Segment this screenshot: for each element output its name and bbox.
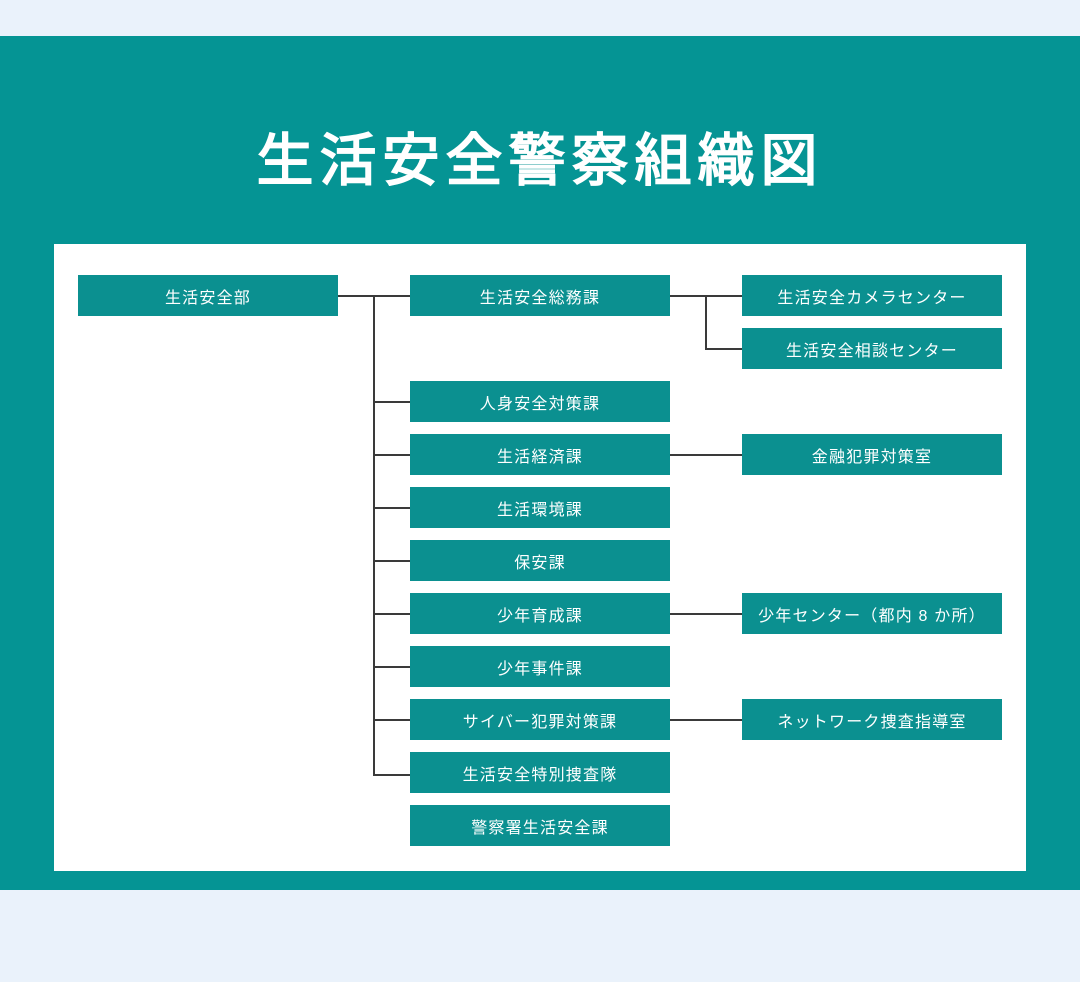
org-node-lvl3-sodan-center[interactable]: 生活安全相談センター [742,328,1002,369]
org-node-label: 少年センター（都内 8 か所） [758,607,986,625]
org-node-label: 生活経済課 [496,448,583,466]
org-node-label: 少年育成課 [496,607,583,625]
connector-ikusei-to-center [670,613,742,615]
org-node-label: 生活安全特別捜査隊 [462,766,618,784]
org-node-lvl2-seikatsu-keizai[interactable]: 生活経済課 [410,434,670,475]
org-node-label: 生活安全相談センター [785,342,958,360]
org-node-lvl2-seikatsu-anzen-soumu[interactable]: 生活安全総務課 [410,275,670,316]
connector-trunk-vertical [373,295,375,775]
org-node-lvl2-hoan[interactable]: 保安課 [410,540,670,581]
org-node-lvl2-jinshin-anzen-taisaku[interactable]: 人身安全対策課 [410,381,670,422]
org-node-root[interactable]: 生活安全部 [78,275,338,316]
connector-stub-lvl2-1 [373,295,410,297]
page-title: 生活安全警察組織図 [256,129,824,193]
org-node-label: 警察署生活安全課 [471,819,609,837]
teal-banner-panel: 生活安全警察組織図 [0,36,1080,890]
org-node-lvl3-shonen-center[interactable]: 少年センター（都内 8 か所） [742,593,1002,634]
org-node-lvl3-network-sosa-shidoshitsu[interactable]: ネットワーク捜査指導室 [742,699,1002,740]
connector-cyber-to-network [670,719,742,721]
connector-stub-lvl2-6 [373,613,410,615]
connector-stub-lvl2-3 [373,454,410,456]
org-node-lvl2-tokubetsu-sosatai[interactable]: 生活安全特別捜査隊 [410,752,670,793]
org-node-label: 金融犯罪対策室 [811,448,933,466]
org-node-lvl2-seikatsu-kankyo[interactable]: 生活環境課 [410,487,670,528]
org-node-label: 生活安全部 [164,289,251,307]
org-node-label: サイバー犯罪対策課 [462,713,618,731]
org-node-label: ネットワーク捜査指導室 [777,713,967,731]
org-chart-canvas: 生活安全部 生活安全総務課 人身安全対策課 生活経済課 生活環境課 保安課 少年… [54,244,1026,871]
connector-stub-lvl2-2 [373,401,410,403]
connector-stub-lvl2-8 [373,719,410,721]
org-node-lvl3-kinyu-hanzai-taisakushitsu[interactable]: 金融犯罪対策室 [742,434,1002,475]
org-chart-card: 生活安全部 生活安全総務課 人身安全対策課 生活経済課 生活環境課 保安課 少年… [54,244,1026,871]
connector-stub-lvl2-4 [373,507,410,509]
org-node-lvl2-cyber-hanzai-taisaku[interactable]: サイバー犯罪対策課 [410,699,670,740]
org-node-label: 生活安全カメラセンター [777,289,967,307]
org-node-label: 人身安全対策課 [479,395,601,413]
org-node-label: 保安課 [514,554,566,572]
org-node-label: 少年事件課 [496,660,583,678]
connector-stub-lvl2-9 [373,774,410,776]
org-node-label: 生活環境課 [496,501,583,519]
connector-soumu-to-sodan [705,348,742,350]
org-node-lvl2-shonen-jiken[interactable]: 少年事件課 [410,646,670,687]
connector-keizai-to-kinyu [670,454,742,456]
org-node-label: 生活安全総務課 [479,289,601,307]
connector-stub-lvl2-7 [373,666,410,668]
connector-soumu-split-vertical [705,295,707,349]
org-node-lvl3-camera-center[interactable]: 生活安全カメラセンター [742,275,1002,316]
org-node-lvl2-keisatsusho-seikatsu-anzen[interactable]: 警察署生活安全課 [410,805,670,846]
connector-stub-lvl2-5 [373,560,410,562]
org-node-lvl2-shonen-ikusei[interactable]: 少年育成課 [410,593,670,634]
